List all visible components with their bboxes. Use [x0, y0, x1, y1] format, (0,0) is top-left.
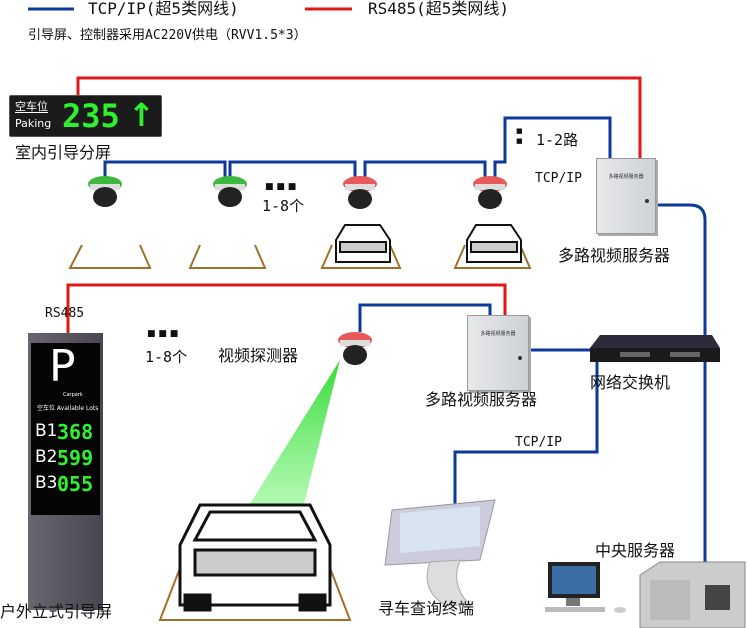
- parking-p-icon: P: [49, 341, 76, 392]
- outdoor-sign-caption: 户外立式引导屏: [0, 602, 113, 621]
- camera-icon: [338, 332, 372, 365]
- tcp-camera-bus: [103, 116, 612, 178]
- detector-caption: 视频探测器: [218, 346, 299, 365]
- central-caption: 中央服务器: [595, 541, 676, 560]
- rs485-top-line: [76, 76, 642, 160]
- video-server-2: 多路视频服务器: [467, 315, 529, 391]
- arrow-up-icon: ↑: [128, 96, 155, 134]
- indoor-sign-caption: 室内引导分屏: [15, 143, 112, 162]
- legend-tcp-label: TCP/IP(超5类网线): [88, 0, 239, 18]
- level-label: B1: [35, 421, 58, 441]
- tcp-detector-line: [358, 303, 492, 332]
- sign-count: 235: [62, 97, 120, 135]
- server2-caption: 多路视频服务器: [425, 390, 538, 409]
- sign-label-en: Paking: [15, 117, 52, 130]
- rs485-outdoor-line: [66, 283, 507, 340]
- video-server-1: 多路视频服务器: [596, 158, 656, 234]
- camera-icon: [213, 176, 247, 207]
- camera-count-label: 1-8个: [262, 197, 305, 215]
- outdoor-rs485-label: RS485: [45, 306, 85, 321]
- sign-label-cn: 空车位: [15, 100, 48, 113]
- dots: ■ ■ ■: [265, 182, 297, 192]
- camera-icon: [88, 176, 122, 207]
- switch-caption: 网络交换机: [590, 373, 671, 392]
- kiosk-icon: [384, 499, 496, 606]
- detector-count-label: 1-8个: [145, 348, 188, 366]
- level-count: 055: [57, 472, 94, 496]
- camera-icon: [343, 176, 377, 209]
- route-dots: ■ ■: [516, 127, 523, 145]
- tcp-kiosk-line: [453, 362, 599, 505]
- car-icon: [466, 224, 522, 263]
- network-switch-icon: [590, 335, 720, 362]
- tcp-server1-to-central: [656, 203, 707, 565]
- level-label: B3: [35, 473, 58, 493]
- route-label: 1-2路: [536, 131, 579, 149]
- kiosk-tcp-label: TCP/IP: [515, 435, 562, 450]
- kiosk-caption: 寻车查询终端: [378, 599, 475, 618]
- legend-rs485-label: RS485(超5类网线): [368, 0, 510, 18]
- dots: ■ ■ ■: [147, 329, 179, 339]
- server1-caption: 多路视频服务器: [558, 246, 671, 265]
- car-icon: [335, 224, 391, 263]
- level-count: 599: [57, 446, 94, 470]
- car-icon: [178, 503, 332, 612]
- level-label: B2: [35, 447, 58, 467]
- server1-tcp-label: TCP/IP: [535, 171, 582, 186]
- parking-spots: [68, 244, 532, 621]
- level-count: 368: [57, 420, 94, 444]
- camera-icon: [473, 176, 507, 209]
- monitor-icon: [545, 562, 626, 613]
- indoor-guidance-sign: 空车位 Paking 235 ↑: [9, 95, 162, 137]
- power-note: 引导屏、控制器采用AC220V供电（RVV1.5*3）: [28, 28, 307, 43]
- box-label: 多路视频服务器: [480, 331, 516, 337]
- box-label: 多路视频服务器: [608, 174, 644, 180]
- sign-sub: Carpark: [63, 392, 83, 398]
- sign-avail: 空车位 Available Lots: [37, 405, 99, 412]
- central-server-icon: [639, 561, 746, 628]
